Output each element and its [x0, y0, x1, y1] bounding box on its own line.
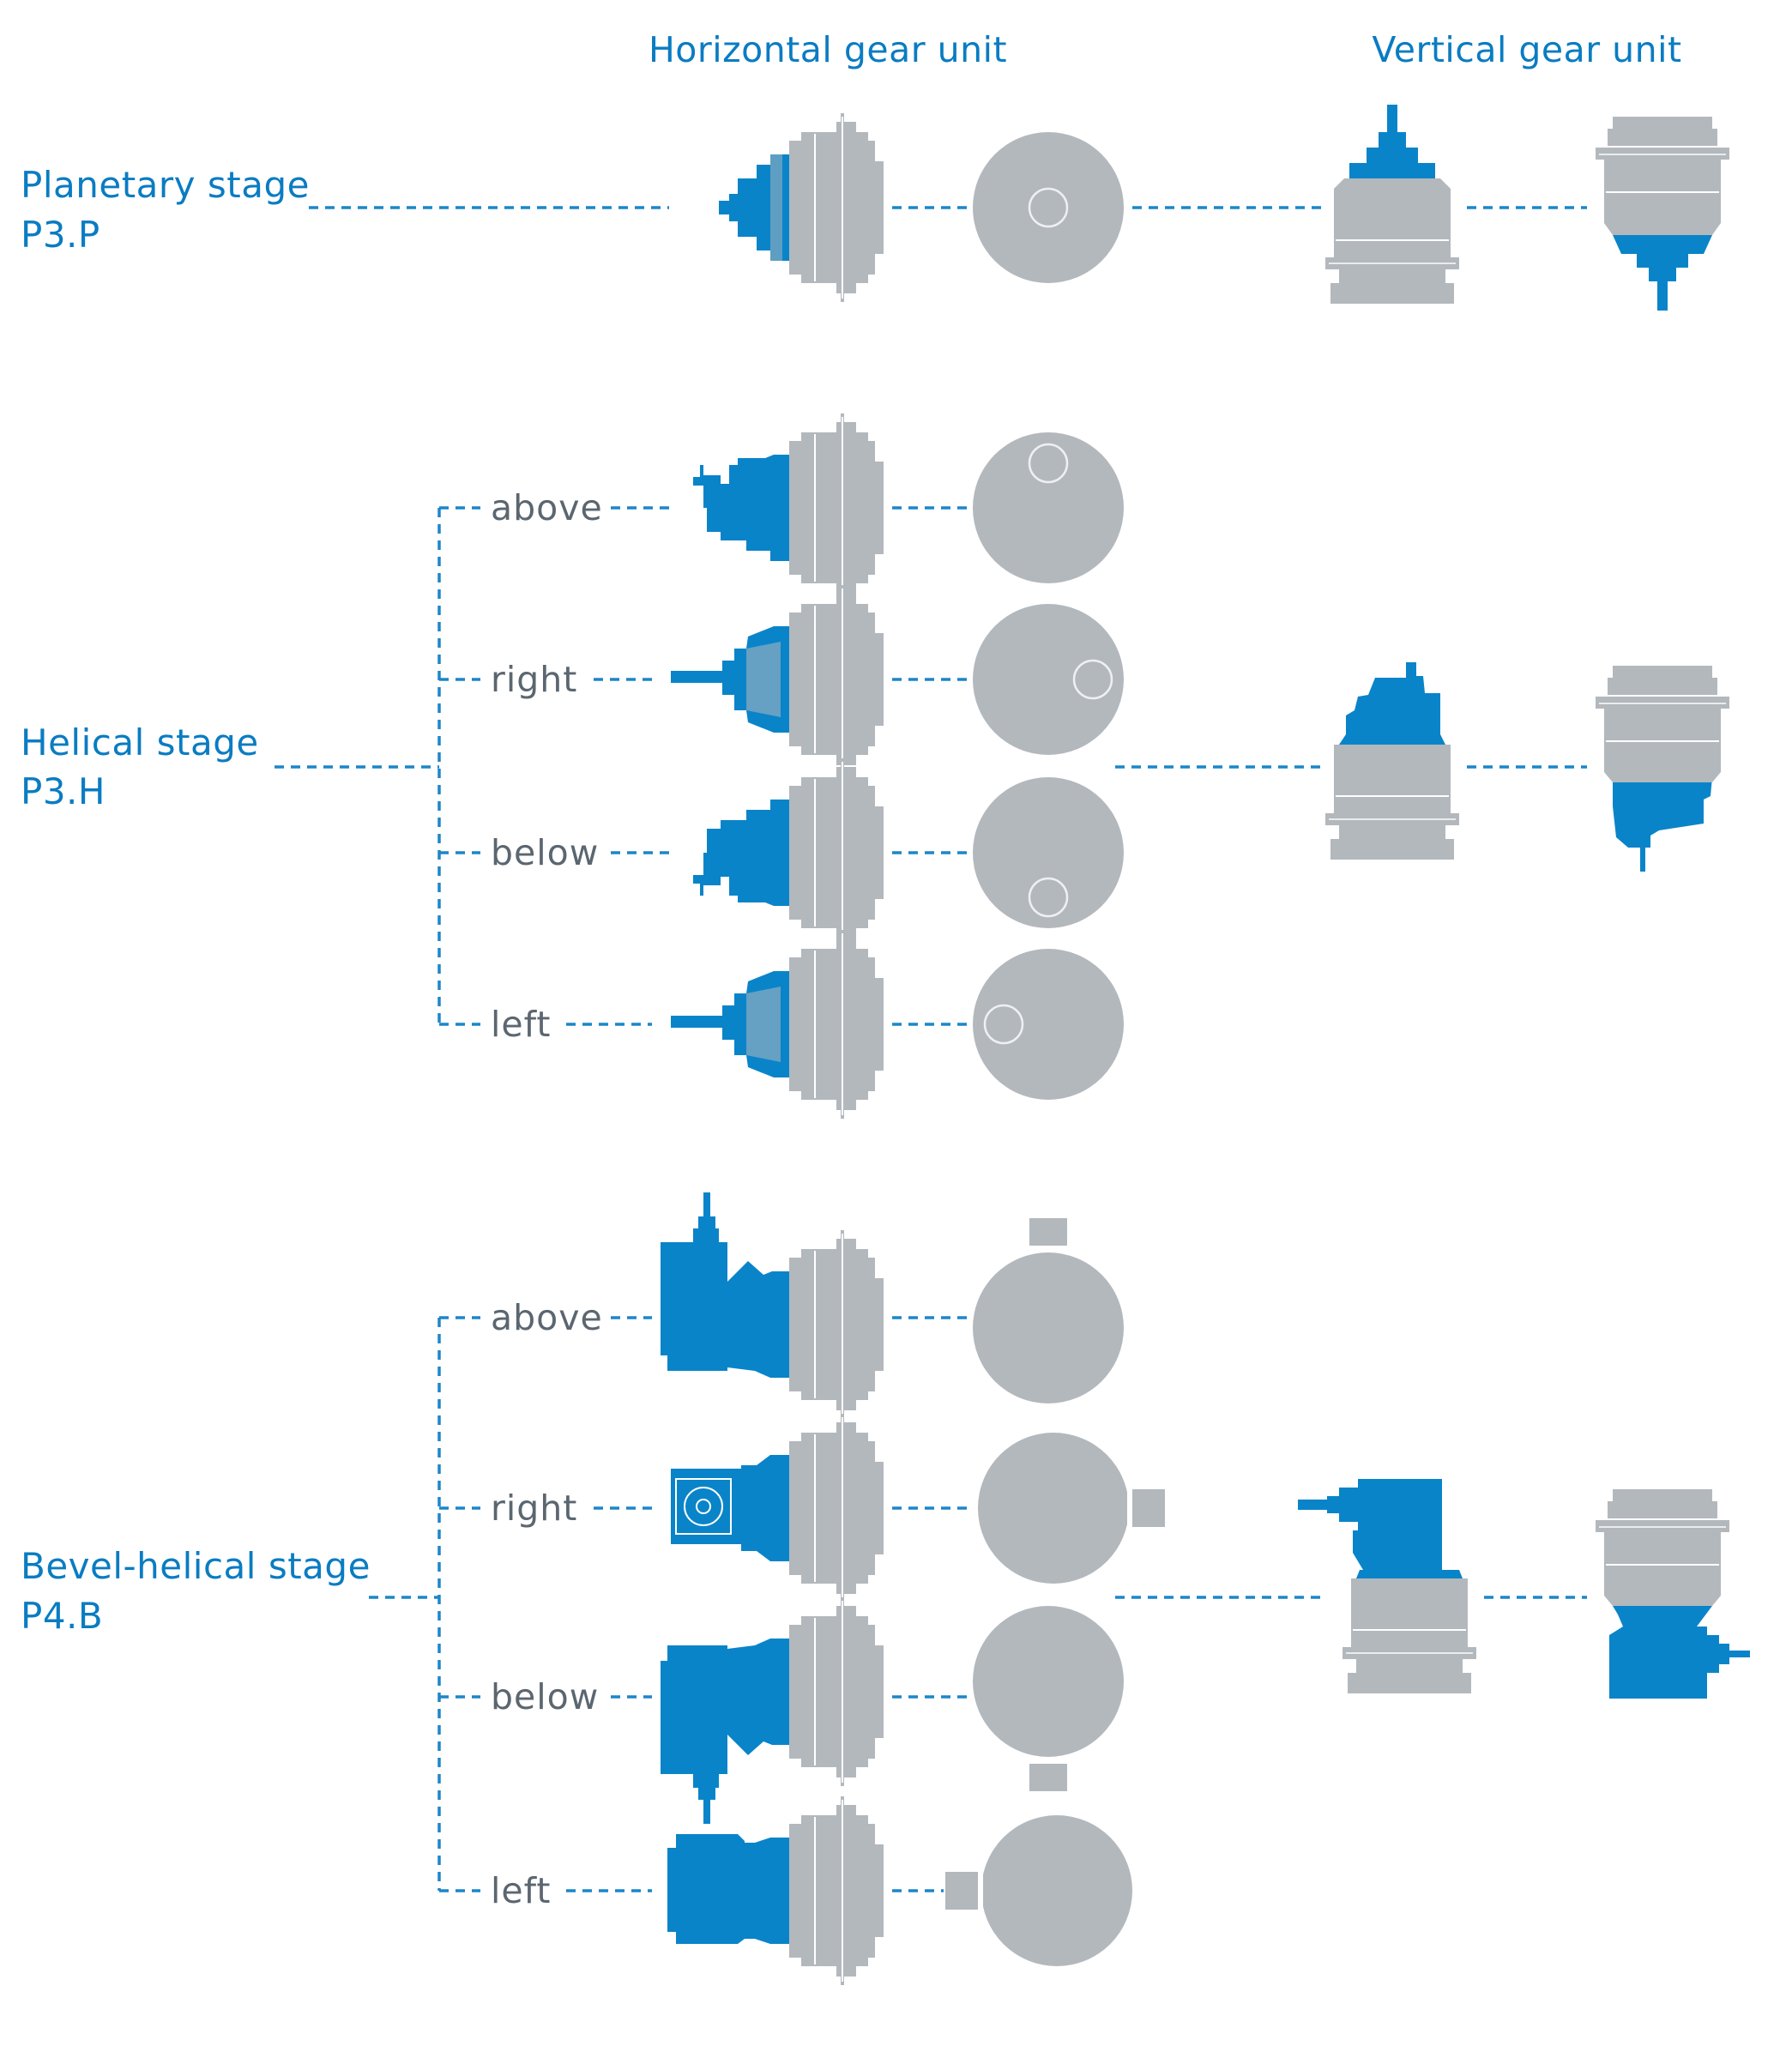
- stage-title: Planetary stage: [21, 164, 310, 206]
- position-label-left: left: [491, 1004, 551, 1045]
- helical-vertical: [1115, 662, 1730, 872]
- position-label-below: below: [491, 1676, 599, 1717]
- position-label-below: below: [491, 832, 599, 873]
- stage-code: P3.H: [21, 770, 106, 812]
- helical-row-left: left: [491, 929, 1124, 1120]
- stage-title: Bevel-helical stage: [21, 1545, 371, 1587]
- planetary-vertical-unit-top: [1324, 105, 1460, 305]
- bevel-bracket: [369, 1316, 480, 1892]
- helical-row-above: above: [491, 413, 1124, 603]
- bevel-row-right: right: [491, 1413, 1165, 1603]
- planetary-row: [309, 105, 1730, 311]
- horizontal-gear-unit-header: Horizontal gear unit: [649, 29, 1007, 70]
- bevel-vertical: [1115, 1479, 1750, 1699]
- planetary-horizontal-unit: [719, 112, 884, 303]
- bevel-row-above: above: [491, 1192, 1124, 1420]
- bevel-helical-stage-label: Bevel-helical stage P4.B: [21, 1545, 371, 1637]
- helical-row-right: right: [491, 584, 1124, 775]
- helical-bracket: [275, 506, 480, 1026]
- helical-stage-label: Helical stage P3.H: [21, 721, 259, 812]
- position-label-above: above: [491, 487, 603, 528]
- helical-row-below: below: [491, 757, 1124, 948]
- position-label-right: right: [491, 1488, 577, 1529]
- position-label-above: above: [491, 1297, 603, 1338]
- stage-code: P4.B: [21, 1595, 103, 1637]
- planetary-vertical-unit-bottom: [1595, 116, 1730, 311]
- stage-code: P3.P: [21, 214, 100, 256]
- position-label-left: left: [491, 1870, 551, 1911]
- planetary-stage-label: Planetary stage P3.P: [21, 164, 310, 256]
- stage-title: Helical stage: [21, 721, 259, 763]
- bevel-row-below: below: [491, 1596, 1124, 1824]
- planetary-end-view: [973, 132, 1124, 283]
- bevel-row-left: left: [491, 1796, 1132, 1986]
- position-label-right: right: [491, 659, 577, 700]
- vertical-gear-unit-header: Vertical gear unit: [1372, 29, 1681, 70]
